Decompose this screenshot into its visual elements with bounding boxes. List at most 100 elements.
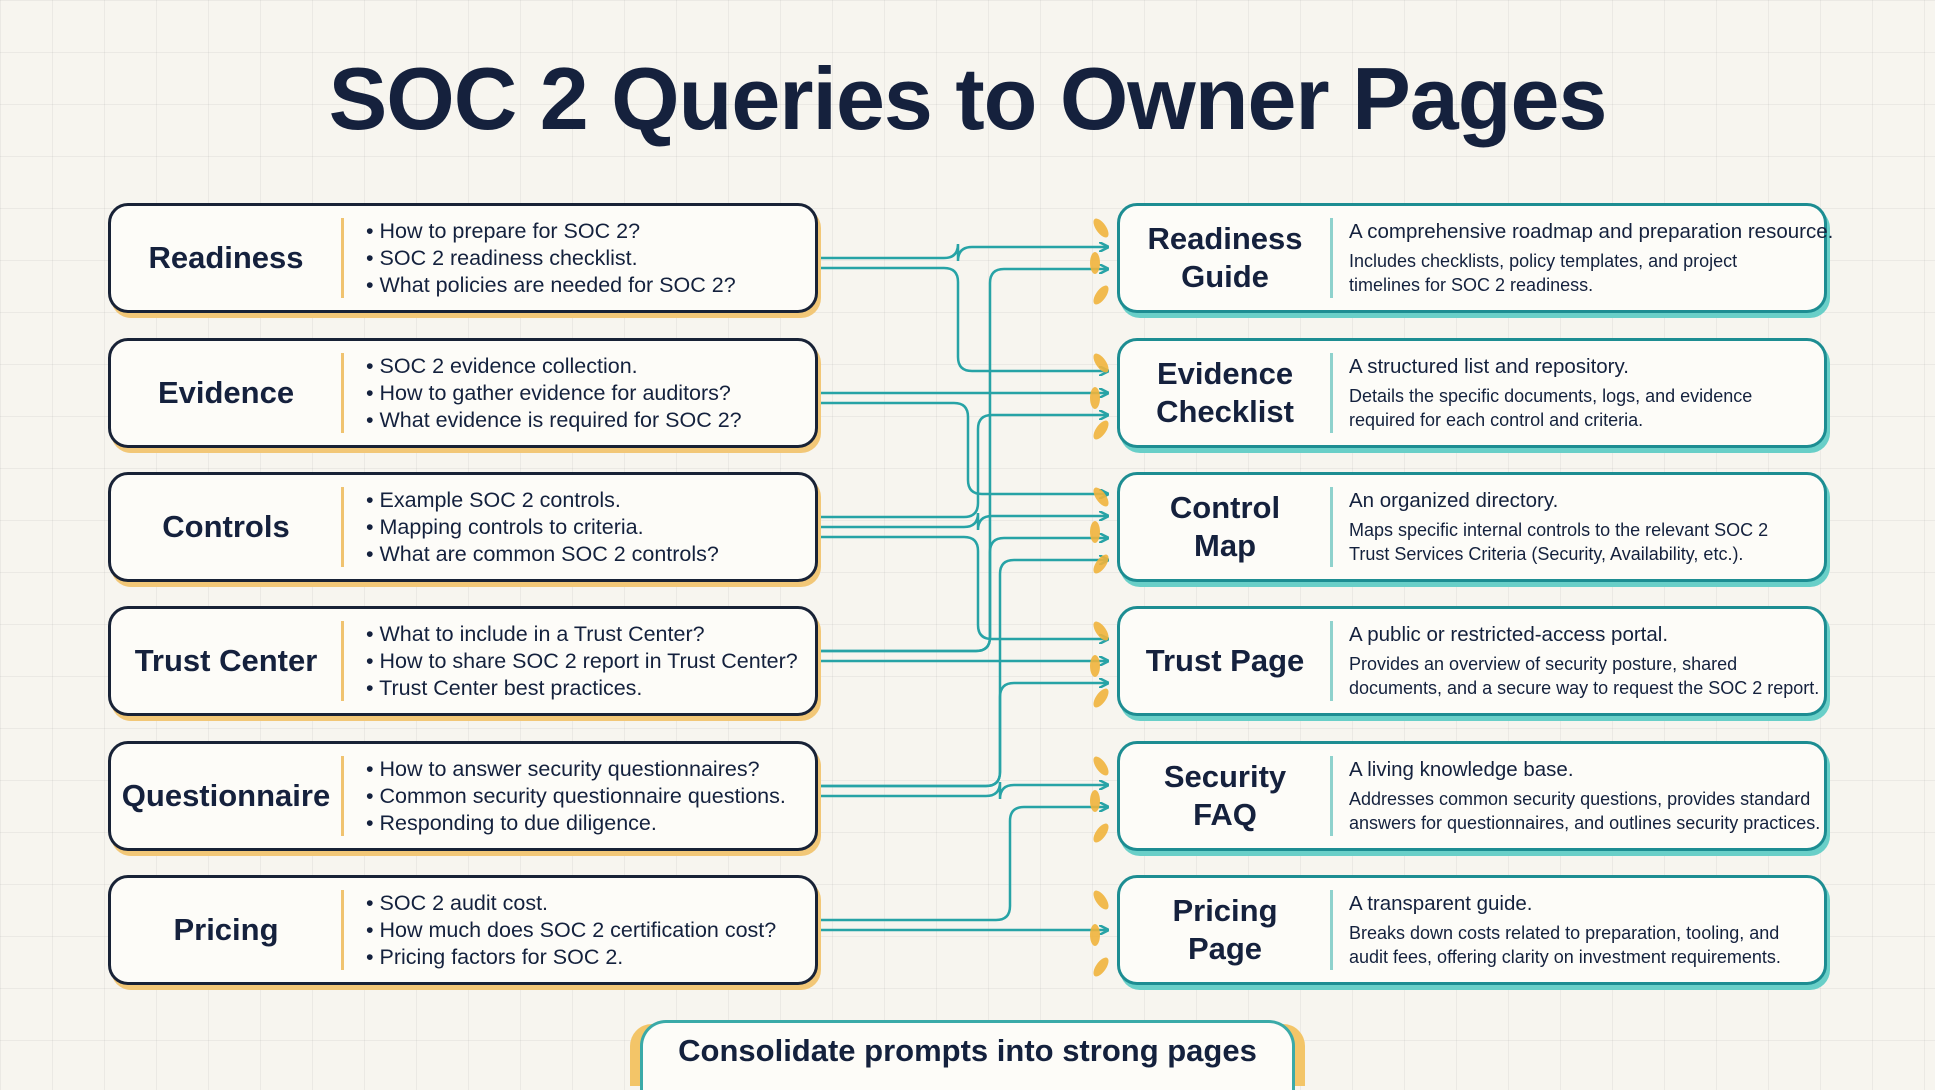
page-card-readiness-guide[interactable]: Readiness Guide A comprehensive roadmap … [1117,203,1833,313]
query-card-readiness[interactable]: Readiness How to prepare for SOC 2? SOC … [108,203,818,313]
page-title-line: Evidence [1156,356,1294,391]
page-title-line: Trust Page [1145,643,1305,678]
card-divider [341,487,344,567]
query-list: Example SOC 2 controls. Mapping controls… [344,487,719,568]
query-card-evidence[interactable]: Evidence SOC 2 evidence collection. How … [108,338,818,448]
connector-arrow [818,535,1107,639]
query-item: Common security questionnaire questions. [366,783,786,810]
leaf-accent-icon [1090,655,1100,677]
page-card-control-map[interactable]: Control Map An organized directory. Maps… [1117,472,1827,582]
leaf-accent-icon [1093,688,1109,708]
query-list: How to prepare for SOC 2? SOC 2 readines… [344,218,736,299]
page-card-title: Pricing Page [1120,892,1330,968]
page-card-security-faq[interactable]: Security FAQ A living knowledge base. Ad… [1117,741,1827,851]
page-lead: A structured list and repository. [1349,355,1629,378]
card-divider [341,621,344,701]
page-description: A comprehensive roadmap and preparation … [1333,219,1833,297]
leaf-accent-icon [1093,756,1109,776]
page-body-line: Provides an overview of security posture… [1349,654,1738,674]
card-divider [1330,487,1333,567]
query-card-questionnaire[interactable]: Questionnaire How to answer security que… [108,741,818,851]
card-divider [1330,218,1333,298]
card-divider [341,890,344,970]
query-item: SOC 2 audit cost. [366,890,776,917]
card-divider [341,218,344,298]
page-title-line: Readiness [1147,221,1303,256]
card-divider [1330,353,1333,433]
query-card-title: Pricing [173,912,279,947]
page-title-line: Guide [1181,259,1269,294]
page-body-line: Trust Services Criteria (Security, Avail… [1349,544,1744,564]
page-card-title: Trust Page [1120,642,1330,680]
query-item: How much does SOC 2 certification cost? [366,917,777,944]
page-card-title: Readiness Guide [1120,220,1330,296]
page-title-line: FAQ [1193,797,1257,832]
connector-arrow [818,807,1107,922]
leaf-accent-icon [1090,790,1100,812]
page-card-pricing-page[interactable]: Pricing Page A transparent guide. Breaks… [1117,875,1827,985]
page-description: An organized directory. Maps specific in… [1333,488,1819,566]
page-lead: A living knowledge base. [1349,758,1574,781]
leaf-accent-icon [1093,890,1109,910]
page-title: SOC 2 Queries to Owner Pages [328,49,1608,148]
card-divider [341,756,344,836]
page-lead: A transparent guide. [1349,892,1533,915]
query-item: What to include in a Trust Center? [366,621,798,648]
leaf-accent-icon [1093,823,1109,843]
connector-arrow [818,415,1107,519]
leaf-accent-icon [1090,924,1100,946]
leaf-accent-icon [1093,487,1109,507]
page-title-line: Pricing [1172,893,1278,928]
page-card-trust-page[interactable]: Trust Page A public or restricted-access… [1117,606,1827,716]
query-card-title: Trust Center [134,643,318,678]
page-card-title: Security FAQ [1120,758,1330,834]
page-title-line: Checklist [1156,394,1294,429]
page-body-line: documents, and a secure way to request t… [1349,678,1820,698]
connector-arrow [818,244,1107,262]
page-description: A transparent guide. Breaks down costs r… [1333,891,1819,969]
page-body-line: required for each control and criteria. [1349,410,1644,430]
card-divider [1330,890,1333,970]
page-title-line: Control [1169,490,1281,525]
page-card-evidence-checklist[interactable]: Evidence Checklist A structured list and… [1117,338,1827,448]
query-list: SOC 2 audit cost. How much does SOC 2 ce… [344,890,777,971]
connector-arrow [818,269,1107,653]
leaf-accent-icon [1093,353,1109,373]
query-item: Example SOC 2 controls. [366,487,719,514]
query-item: How to answer security questionnaires? [366,756,786,783]
card-divider [1330,621,1333,701]
query-item: How to gather evidence for auditors? [366,380,742,407]
page-card-title: Evidence Checklist [1120,355,1330,431]
page-card-title: Control Map [1120,489,1330,565]
query-list: What to include in a Trust Center? How t… [344,621,798,702]
leaf-accent-icon [1093,420,1109,440]
page-title-line: Security [1163,759,1287,794]
connector-arrow [818,513,1107,531]
card-divider [1330,756,1333,836]
query-list: How to answer security questionnaires? C… [344,756,786,837]
page-description: A living knowledge base. Addresses commo… [1333,757,1821,835]
page-description: A public or restricted-access portal. Pr… [1333,622,1819,700]
leaf-accent-icon [1090,521,1100,543]
query-item: How to prepare for SOC 2? [366,218,736,245]
query-item: Trust Center best practices. [366,675,798,702]
page-body-line: Maps specific internal controls to the r… [1349,520,1769,540]
connector-arrow [818,401,1107,494]
query-card-title: Evidence [157,375,295,410]
page-body-line: Includes checklists, policy templates, a… [1349,251,1738,271]
query-card-title: Readiness [148,240,304,275]
page-body-line: audit fees, offering clarity on investme… [1349,947,1781,967]
query-card-pricing[interactable]: Pricing SOC 2 audit cost. How much does … [108,875,818,985]
connector-arrow [818,266,1107,371]
query-card-title: Questionnaire [121,778,331,813]
query-card-trust-center[interactable]: Trust Center What to include in a Trust … [108,606,818,716]
query-item: What evidence is required for SOC 2? [366,407,742,434]
leaf-accent-icon [1093,957,1109,977]
query-card-controls[interactable]: Controls Example SOC 2 controls. Mapping… [108,472,818,582]
query-item: Pricing factors for SOC 2. [366,944,776,971]
page-body-line: Details the specific documents, logs, an… [1349,386,1753,406]
query-item: What are common SOC 2 controls? [366,541,719,568]
query-card-title: Controls [162,509,290,544]
page-body-line: answers for questionnaires, and outlines… [1349,813,1821,833]
